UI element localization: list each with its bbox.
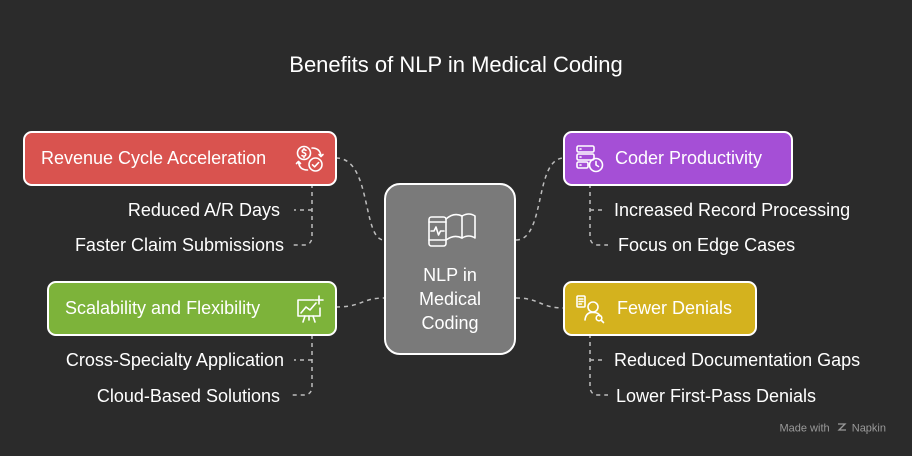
napkin-logo-icon bbox=[837, 422, 847, 435]
branch-revenue-label: Revenue Cycle Acceleration bbox=[41, 148, 267, 168]
branch-revenue-box[interactable]: Revenue Cycle Acceleration bbox=[23, 131, 337, 186]
connector-denials-items bbox=[589, 334, 608, 396]
connector-denials bbox=[515, 297, 565, 309]
branch-productivity-label: Coder Productivity bbox=[615, 148, 763, 168]
branch-productivity-box[interactable]: Coder Productivity bbox=[563, 131, 793, 186]
central-topic[interactable]: NLP in Medical Coding bbox=[384, 183, 516, 355]
revenue-item-2: Faster Claim Submissions bbox=[74, 235, 284, 255]
branch-scalability-box[interactable]: Scalability and Flexibility bbox=[47, 281, 337, 336]
scalability-item-1: Cross-Specialty Application bbox=[65, 350, 284, 370]
connector-productivity bbox=[515, 157, 565, 241]
central-topic-line-2: Medical bbox=[418, 289, 482, 309]
connector-scalability bbox=[335, 297, 385, 308]
server-clock-icon bbox=[575, 144, 605, 179]
made-with-napkin[interactable]: Made with Napkin bbox=[779, 422, 886, 435]
connector-productivity-items bbox=[589, 184, 608, 246]
productivity-item-2: Focus on Edge Cases bbox=[618, 235, 796, 255]
branch-scalability-label: Scalability and Flexibility bbox=[65, 298, 261, 318]
denials-item-1: Reduced Documentation Gaps bbox=[614, 350, 861, 370]
document-person-icon bbox=[575, 294, 605, 329]
central-topic-line-1: NLP in bbox=[423, 265, 477, 285]
branch-denials-box[interactable]: Fewer Denials bbox=[563, 281, 757, 336]
productivity-item-1: Increased Record Processing bbox=[614, 200, 851, 220]
revenue-item-1: Reduced A/R Days bbox=[127, 200, 280, 220]
dollar-cycle-icon bbox=[295, 144, 325, 179]
made-with-label: Made with bbox=[779, 422, 830, 435]
branch-denials-label: Fewer Denials bbox=[617, 298, 733, 318]
scalability-item-2: Cloud-Based Solutions bbox=[96, 386, 280, 406]
connector-revenue-items bbox=[292, 184, 313, 246]
denials-item-2: Lower First-Pass Denials bbox=[616, 386, 817, 406]
central-topic-line-3: Coding bbox=[421, 313, 479, 333]
mobile-book-icon bbox=[426, 208, 476, 253]
diagram-title: Benefits of NLP in Medical Coding bbox=[289, 52, 623, 77]
napkin-brand-label: Napkin bbox=[851, 422, 886, 435]
connector-scalability-items bbox=[292, 335, 313, 396]
central-topic-label: NLP in Medical Coding bbox=[386, 263, 514, 335]
growth-chart-icon bbox=[295, 294, 325, 329]
connector-revenue bbox=[335, 157, 385, 241]
